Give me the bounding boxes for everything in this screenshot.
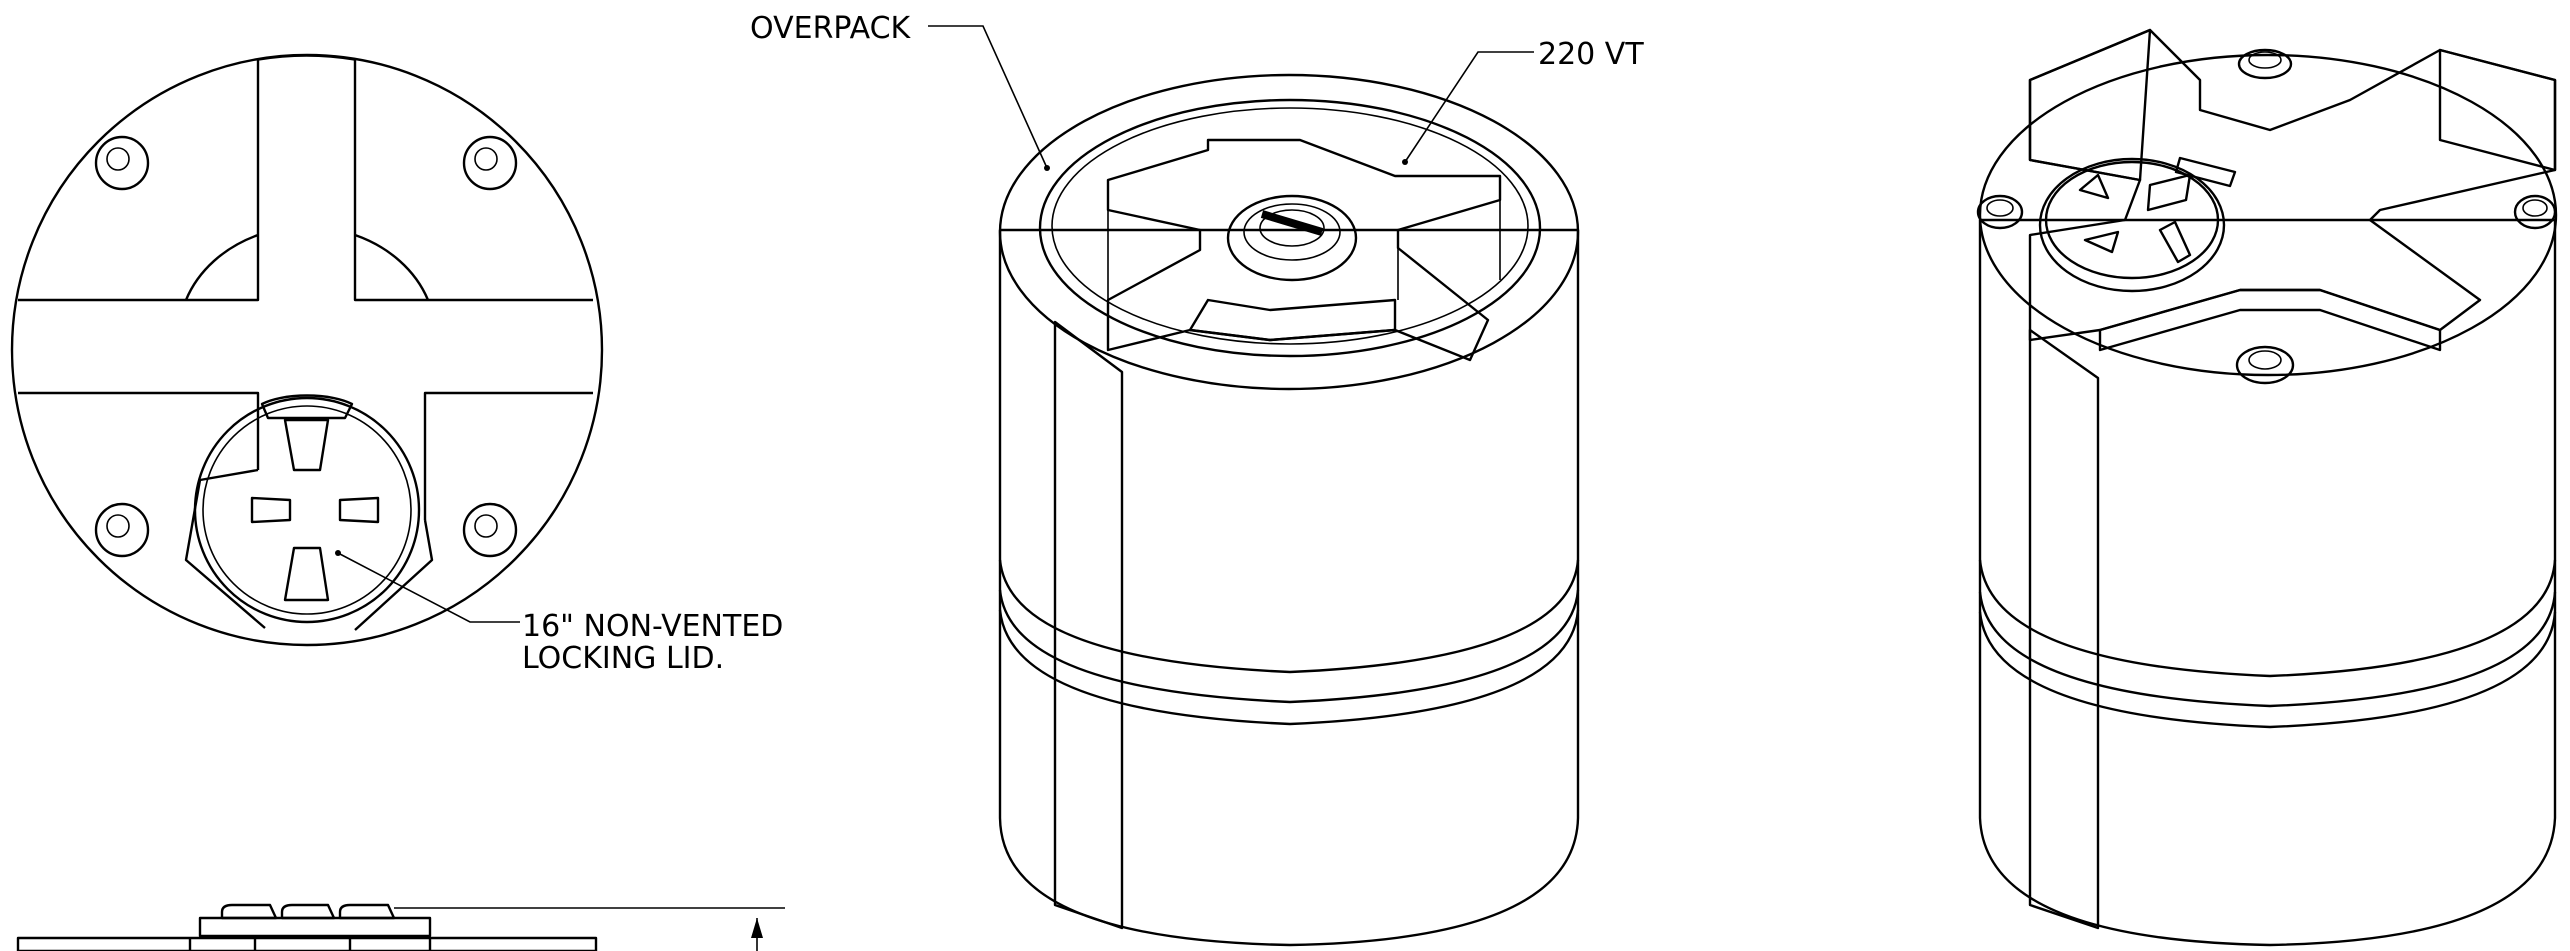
dome-cap — [2513, 194, 2557, 230]
mounting-boss — [94, 135, 150, 191]
dome-cap — [1976, 194, 2024, 230]
overpack-body — [998, 228, 1580, 947]
tank-body — [1978, 218, 2557, 947]
overpack-isometric-view — [998, 73, 1580, 947]
dimension-arrow-icon — [751, 918, 763, 938]
mounting-boss — [462, 502, 518, 558]
overpack-leader-line — [928, 25, 1048, 169]
lid-label-line-1: 16" NON-VENTED — [522, 609, 783, 644]
dome-cap — [2235, 345, 2295, 385]
lid-leader-line — [337, 552, 520, 623]
lid-label-line-2: LOCKING LID. — [522, 641, 724, 676]
overpack-label: OVERPACK — [750, 11, 912, 46]
inner-tank-lid — [1226, 194, 1358, 282]
top-view-outline — [10, 53, 604, 647]
tank-model-label: 220 VT — [1538, 37, 1644, 72]
mounting-boss — [462, 135, 518, 191]
dome-cap — [2237, 48, 2293, 80]
overpack-inner-rim — [1038, 98, 1542, 358]
top-view-locking-lid — [193, 394, 421, 624]
inner-tank-cross — [1106, 138, 1502, 362]
top-view-cross-rib — [18, 60, 593, 520]
top-view-inner-arc — [184, 233, 430, 301]
tank-locking-lid — [2038, 156, 2237, 293]
tank-model-leader-line — [1404, 51, 1534, 163]
side-view — [16, 903, 785, 951]
mounting-boss — [94, 502, 150, 558]
tank-isometric-view — [1976, 28, 2558, 947]
tank-cross-rib — [2028, 28, 2557, 342]
top-view — [10, 53, 604, 647]
